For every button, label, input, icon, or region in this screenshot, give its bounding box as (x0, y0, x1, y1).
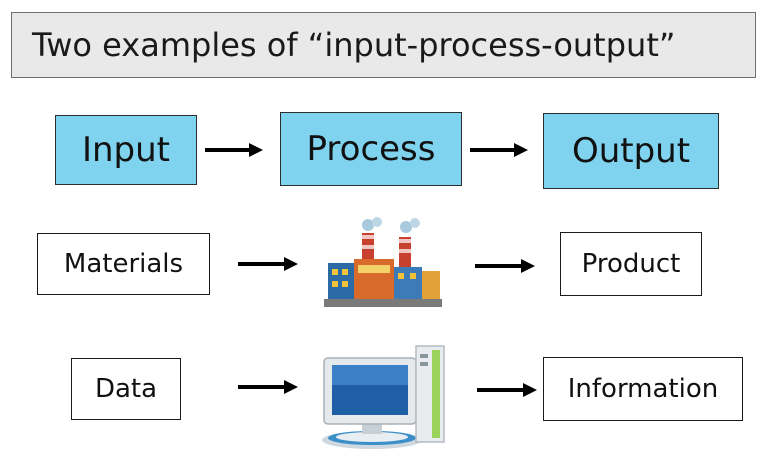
arrow-input-to-process (205, 143, 263, 157)
process-label: Process (306, 129, 436, 169)
product-label: Product (581, 249, 681, 279)
process-box: Process (280, 112, 462, 186)
computer-icon (322, 345, 445, 449)
data-box: Data (71, 358, 181, 420)
materials-box: Materials (37, 233, 210, 295)
arrow-factory-to-product (475, 259, 535, 273)
arrow-process-to-output (470, 143, 528, 157)
product-box: Product (560, 232, 702, 296)
arrow-computer-to-information (477, 383, 537, 397)
input-label: Input (81, 130, 171, 170)
output-box: Output (543, 113, 719, 189)
diagram-title: Two examples of “input-process-output” (32, 26, 676, 64)
output-label: Output (571, 131, 691, 171)
arrow-materials-to-factory (238, 257, 298, 271)
arrow-data-to-computer (238, 380, 298, 394)
factory-icon (324, 217, 442, 307)
data-label: Data (94, 374, 158, 404)
title-bar: Two examples of “input-process-output” (11, 12, 756, 78)
information-label: Information (567, 374, 719, 404)
materials-label: Materials (63, 249, 184, 279)
information-box: Information (543, 357, 743, 421)
input-box: Input (55, 115, 197, 185)
